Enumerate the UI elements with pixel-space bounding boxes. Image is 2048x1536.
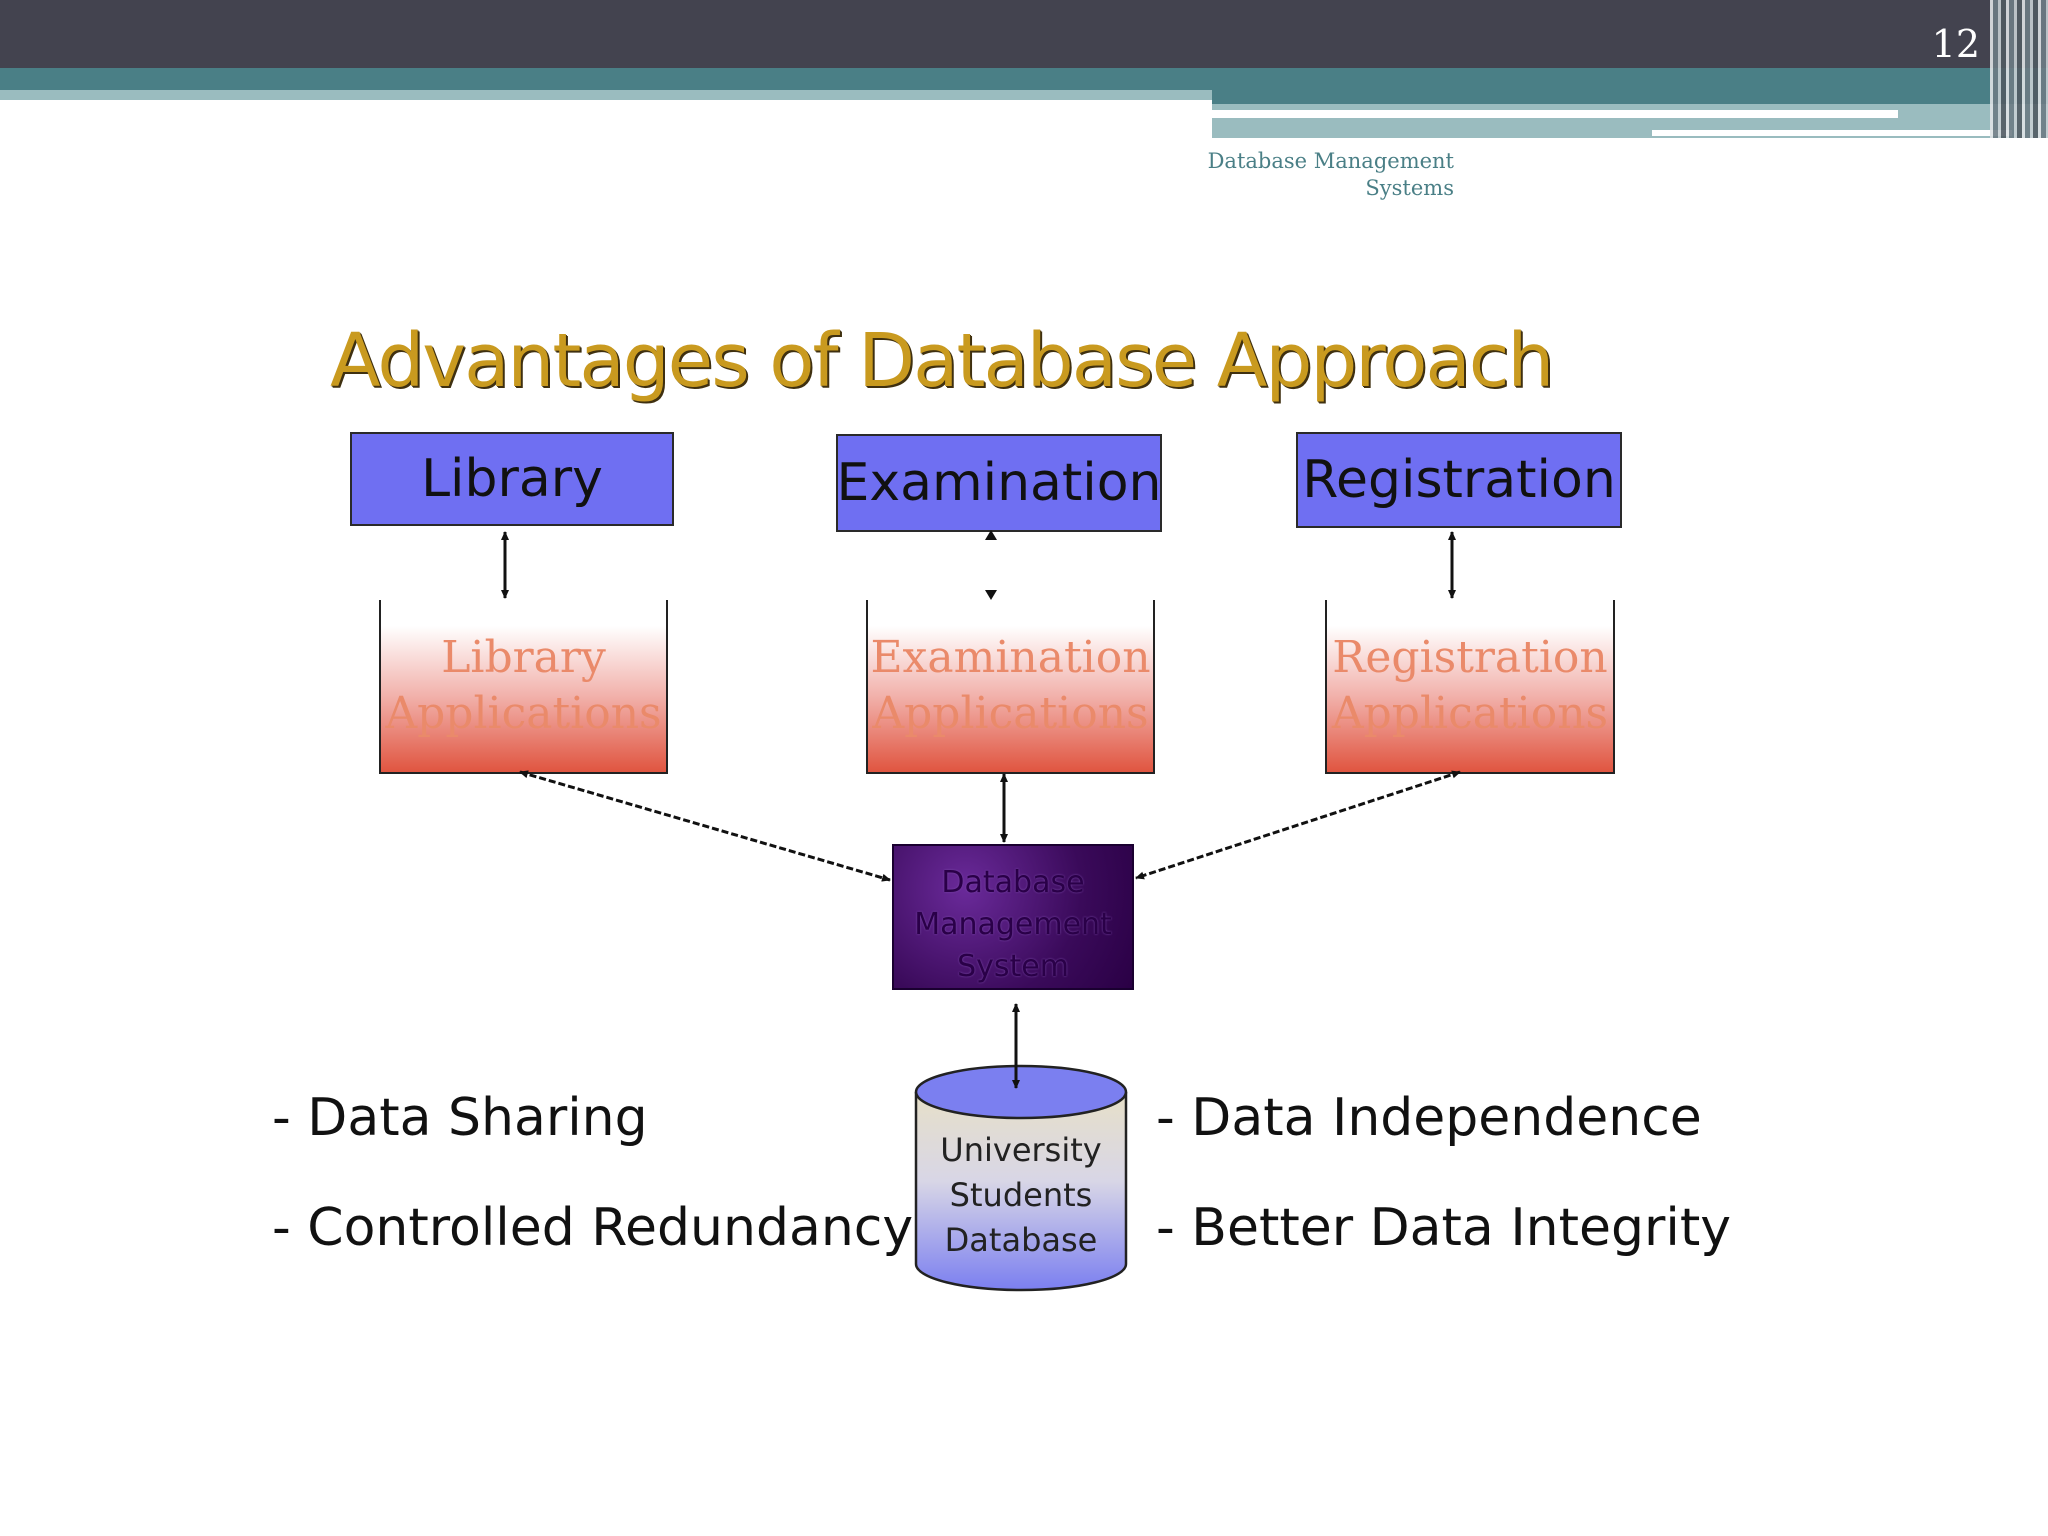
arrow-registration-dbms [1135,770,1461,880]
examination-applications-line-2: Applications [872,688,1149,739]
dbms-line-1: Database [941,865,1085,900]
header-white-line [1212,110,1898,118]
database-line-1: University [940,1131,1102,1169]
bullet-controlled-redundancy: - Controlled Redundancy [272,1198,914,1258]
registration-applications: Registration Applications [1325,600,1615,774]
registration-box: Registration [1296,432,1622,528]
dbms-line-2: Management [914,907,1112,942]
library-box-label: Library [421,449,603,509]
library-applications-line-2: Applications [385,688,662,739]
registration-applications-line-1: Registration [1332,632,1608,683]
subtitle-line-1: Database Management [1207,149,1454,173]
examination-applications-line-1: Examination [870,632,1151,683]
arrow-examination-top [985,530,997,540]
examination-box-label: Examination [836,453,1162,513]
registration-applications-line-2: Applications [1331,688,1609,739]
database-line-2: Students [949,1176,1093,1214]
library-box: Library [350,432,674,526]
dbms-line-3: System [957,949,1069,984]
subtitle-line-2: Systems [1365,176,1454,200]
library-applications: Library Applications [379,600,668,774]
slide-subtitle: Database Management Systems [1180,148,1454,202]
diagram-title: Advantages of Database Approach [330,318,1690,404]
bullet-better-data-integrity: - Better Data Integrity [1156,1198,1731,1258]
header-right-teal-band [1212,68,2048,104]
header-light-band [0,90,1212,100]
header-stripes [1990,0,2048,138]
registration-box-label: Registration [1302,450,1616,510]
database-label: University Students Database [914,1128,1128,1263]
header-bar [0,0,2048,68]
library-applications-line-1: Library [441,632,606,683]
examination-box: Examination [836,434,1162,532]
slide-number: 12 [1931,22,1980,66]
database-line-3: Database [944,1221,1098,1259]
bullet-data-independence: - Data Independence [1156,1088,1702,1148]
header-white-line-2 [1652,130,2012,136]
header-teal-band [0,68,1212,90]
database-cylinder [914,1064,1128,1292]
arrow-examination-bottom [985,590,997,600]
examination-applications: Examination Applications [866,600,1155,774]
diagram-title-text: Advantages of Database Approach [330,318,1554,404]
arrow-library-dbms [519,770,891,882]
dbms-box: Database Management System [892,844,1134,990]
bullet-data-sharing: - Data Sharing [272,1088,648,1148]
